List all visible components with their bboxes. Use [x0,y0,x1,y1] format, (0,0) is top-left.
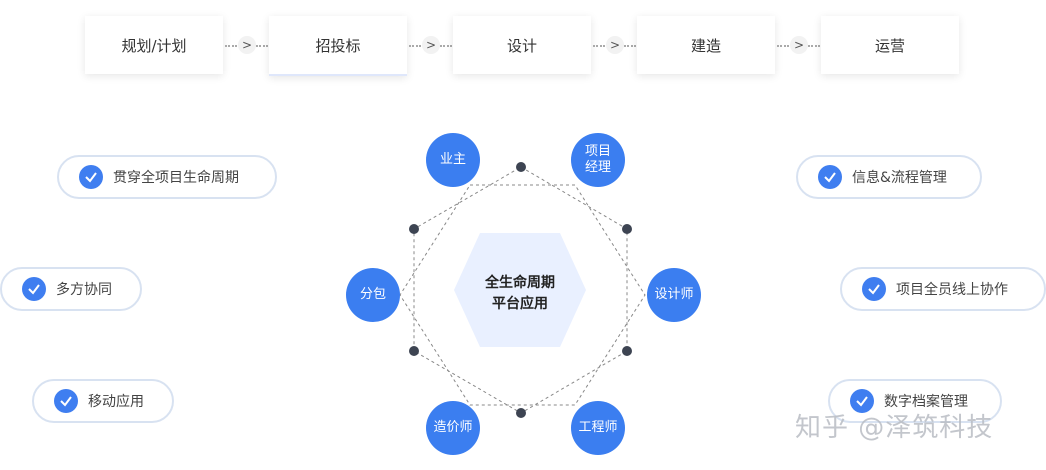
vertex-dot [622,346,632,356]
check-icon [54,389,78,413]
feature-archive: 数字档案管理 [828,379,1002,423]
check-icon [818,165,842,189]
check-icon [850,389,874,413]
connector-dots [624,45,636,47]
connector-dots [225,45,237,47]
connector-dots [256,45,268,47]
vertex-dot [516,162,526,172]
stage-operation: 运营 [821,16,959,74]
vertex-dot [409,224,419,234]
role-engineer: 工程师 [571,401,625,455]
connector-dots [777,45,789,47]
feature-collaboration: 多方协同 [0,267,142,311]
chevron-right-icon: > [606,36,624,54]
stage-construction: 建造 [637,16,775,74]
role-designer: 设计师 [647,268,701,322]
connector-dots [440,45,452,47]
feature-mobile: 移动应用 [32,379,174,423]
connector-dots [808,45,820,47]
dashed-polygon-inner [399,184,646,406]
chevron-right-icon: > [238,36,256,54]
center-label: 全生命周期 平台应用 [485,275,555,312]
chevron-right-icon: > [790,36,808,54]
feature-online-collab: 项目全员线上协作 [840,267,1046,311]
feature-info-process: 信息&流程管理 [796,155,982,199]
stage-planning: 规划/计划 [85,16,223,74]
connector-dots [593,45,605,47]
role-cost-engineer: 造价师 [426,401,480,455]
chevron-right-icon: > [422,36,440,54]
role-project-manager: 项目经理 [571,133,625,187]
connector-dots [409,45,421,47]
feature-lifecycle: 贯穿全项目生命周期 [57,155,277,199]
role-owner: 业主 [426,133,480,187]
vertex-dot [409,346,419,356]
vertex-dot [516,408,526,418]
check-icon [862,277,886,301]
check-icon [22,277,46,301]
watermark: 知乎 @泽筑科技 [795,413,994,443]
stage-design: 设计 [453,16,591,74]
lifecycle-diagram [399,162,646,418]
vertex-dot [622,224,632,234]
check-icon [79,165,103,189]
stage-bidding: 招投标 [269,16,407,76]
center-hexagon [454,233,586,347]
role-subcontractor: 分包 [346,268,400,322]
